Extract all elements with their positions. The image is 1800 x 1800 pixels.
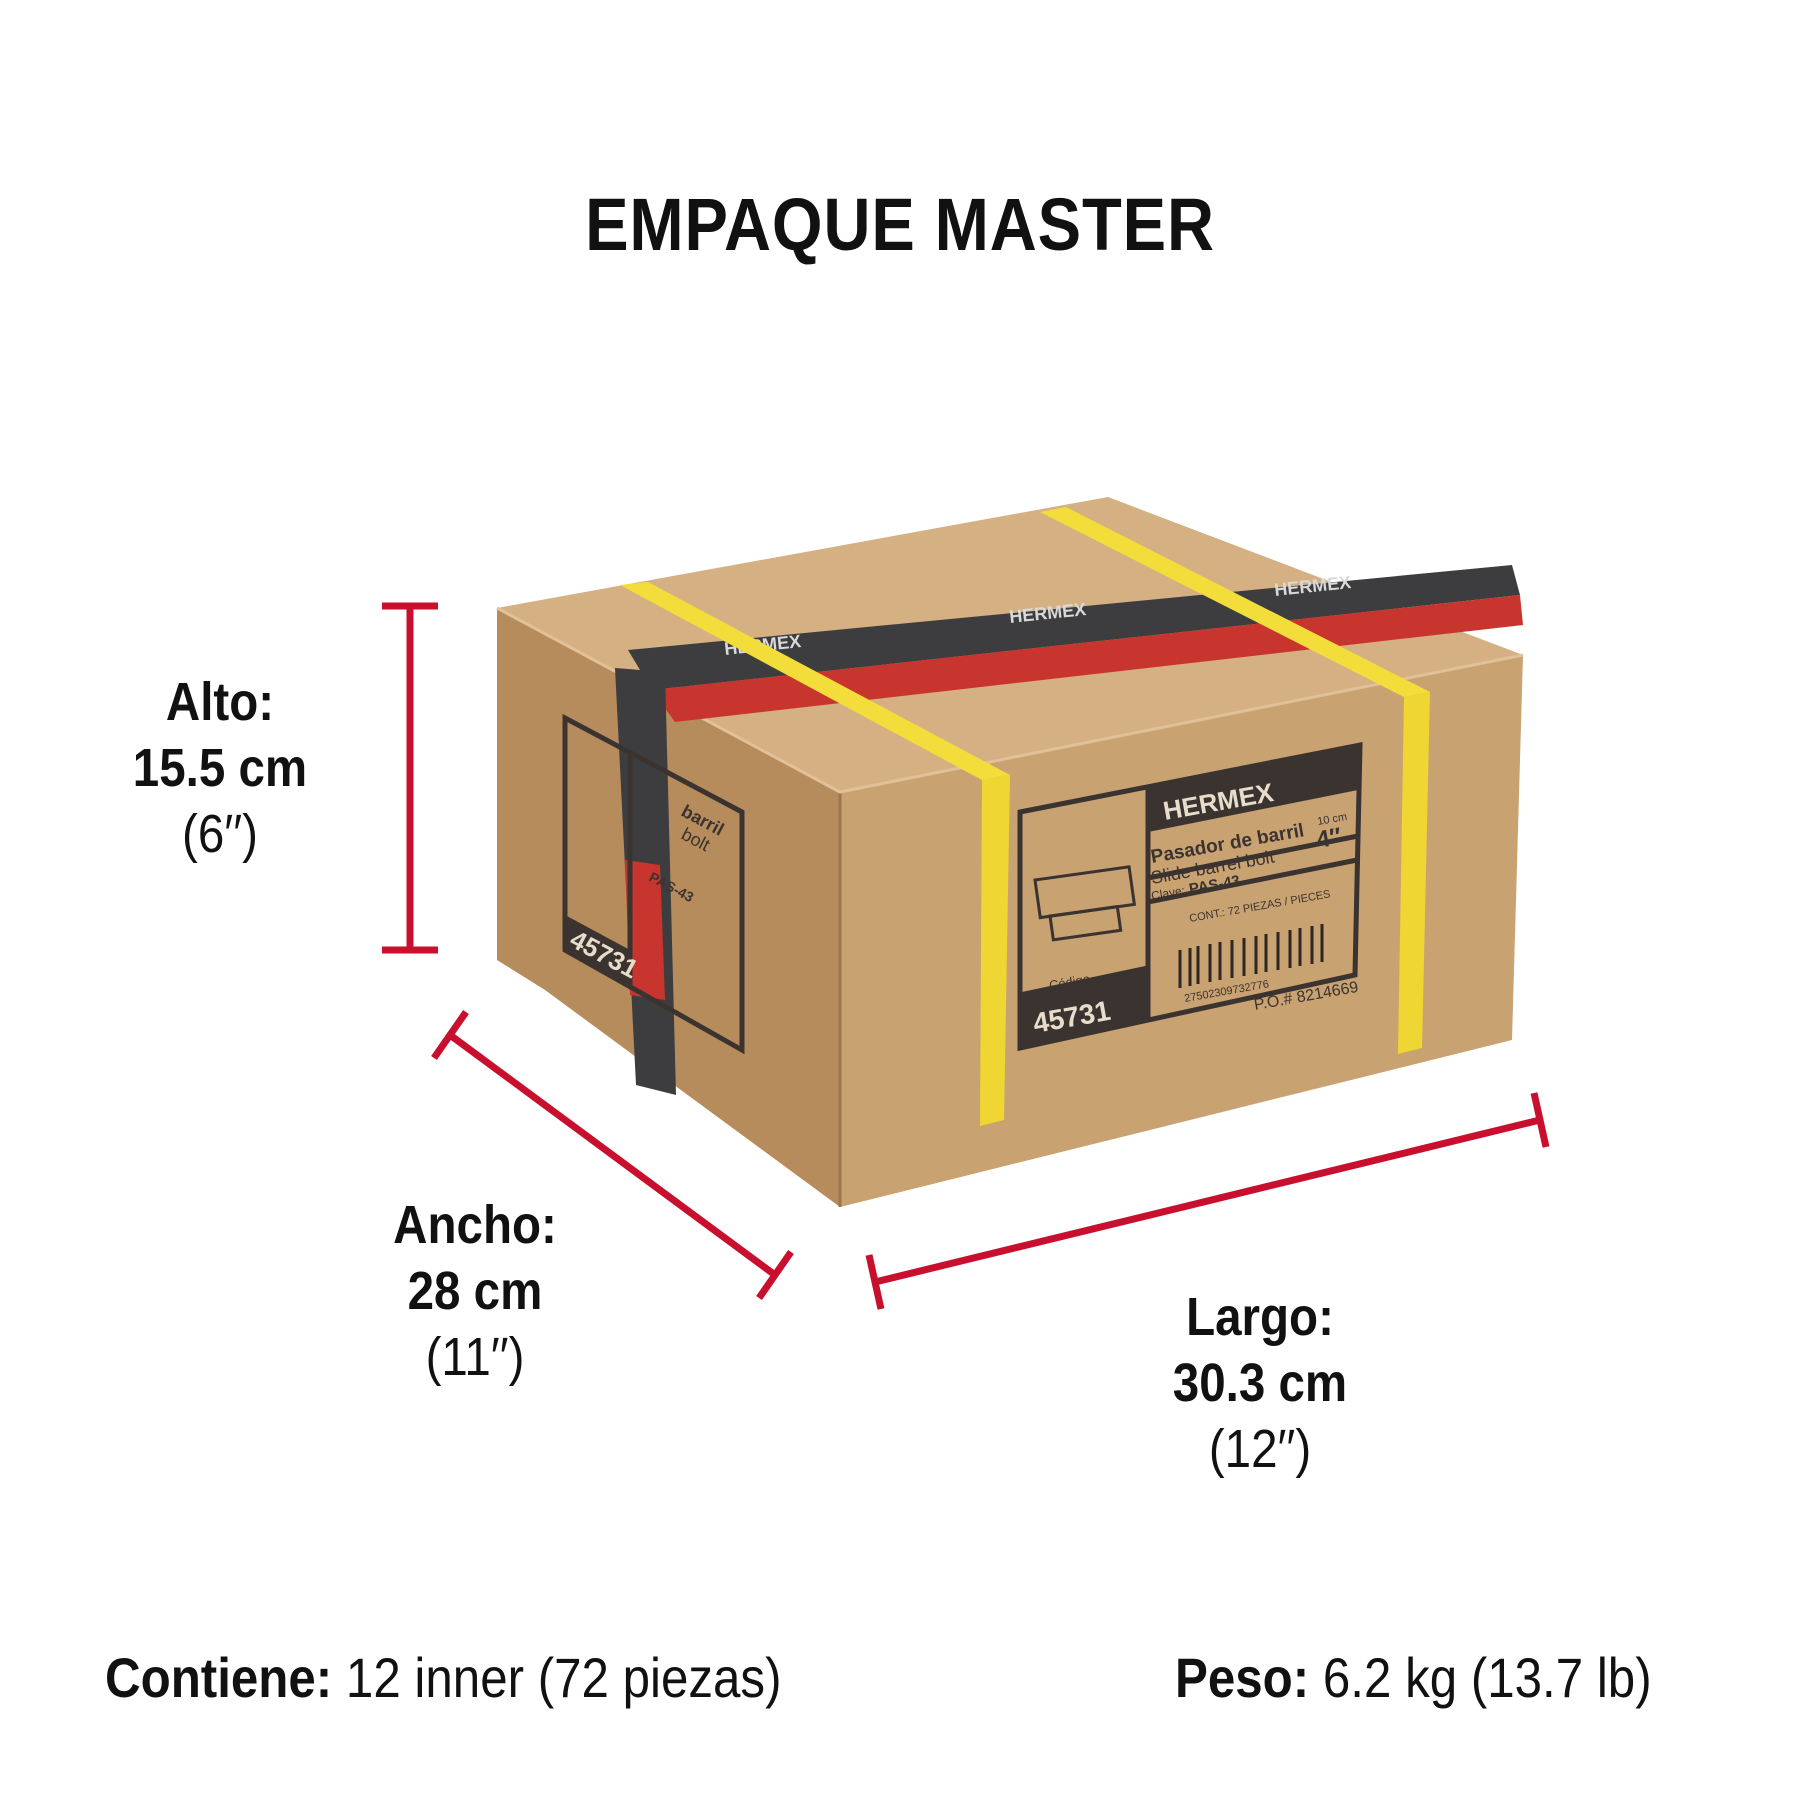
bolt-drawing — [1033, 865, 1137, 942]
strap-right-side — [1398, 692, 1430, 1054]
barcode — [1178, 924, 1324, 988]
strap-left-side — [980, 775, 1010, 1126]
box-front — [840, 655, 1523, 1207]
contiene-label: Contiene: — [105, 1646, 333, 1709]
ancho-dimension: Ancho: 28 cm (11′′) — [365, 1193, 585, 1391]
largo-cap-end — [1530, 1092, 1550, 1148]
largo-imperial: (12′′) — [1208, 1418, 1312, 1479]
largo-value: 30.3 cm — [1172, 1352, 1348, 1413]
alto-label: Alto: — [165, 672, 275, 732]
tape-dark — [628, 565, 1520, 690]
largo-label: Largo: — [1186, 1287, 1334, 1347]
largo-dimension: Largo: 30.3 cm (12′′) — [1146, 1285, 1375, 1483]
page-title: EMPAQUE MASTER — [585, 183, 1215, 266]
alto-value: 15.5 cm — [132, 737, 308, 798]
label-size-cm: 10 cm — [1316, 811, 1348, 828]
ancho-imperial: (11′′) — [425, 1326, 525, 1387]
ancho-label: Ancho: — [393, 1195, 557, 1255]
ancho-measure-line — [447, 1032, 778, 1278]
side-label — [562, 713, 745, 1055]
label-codigo-box — [1022, 970, 1146, 1046]
tape-side-red — [625, 860, 665, 1000]
label-clave-label: Clave: — [1150, 883, 1186, 903]
contiene-line: Contiene: 12 inner (72 piezas) — [105, 1645, 781, 1710]
label-size-in: 4″ — [1314, 823, 1344, 854]
tape-red — [652, 595, 1523, 722]
peso-value: 6.2 kg (13.7 lb) — [1322, 1646, 1652, 1709]
strap-left-top — [620, 582, 1010, 780]
label-codigo-label: Código — [1048, 971, 1091, 993]
peso-line: Peso: 6.2 kg (13.7 lb) — [1175, 1645, 1652, 1710]
largo-measure-line — [874, 1116, 1541, 1286]
contiene-value: 12 inner (72 piezas) — [345, 1646, 782, 1709]
ancho-cap-start — [431, 1010, 469, 1060]
ancho-cap-end — [756, 1250, 794, 1300]
strap-right-top — [1040, 507, 1430, 697]
ancho-value: 28 cm — [407, 1260, 543, 1321]
alto-dimension: Alto: 15.5 cm (6′′) — [114, 670, 325, 868]
peso-label: Peso: — [1175, 1646, 1310, 1709]
label-header-bar — [1148, 745, 1360, 832]
side-codigo-box — [565, 915, 630, 985]
largo-cap-start — [865, 1254, 885, 1310]
alto-imperial: (6′′) — [182, 803, 258, 864]
